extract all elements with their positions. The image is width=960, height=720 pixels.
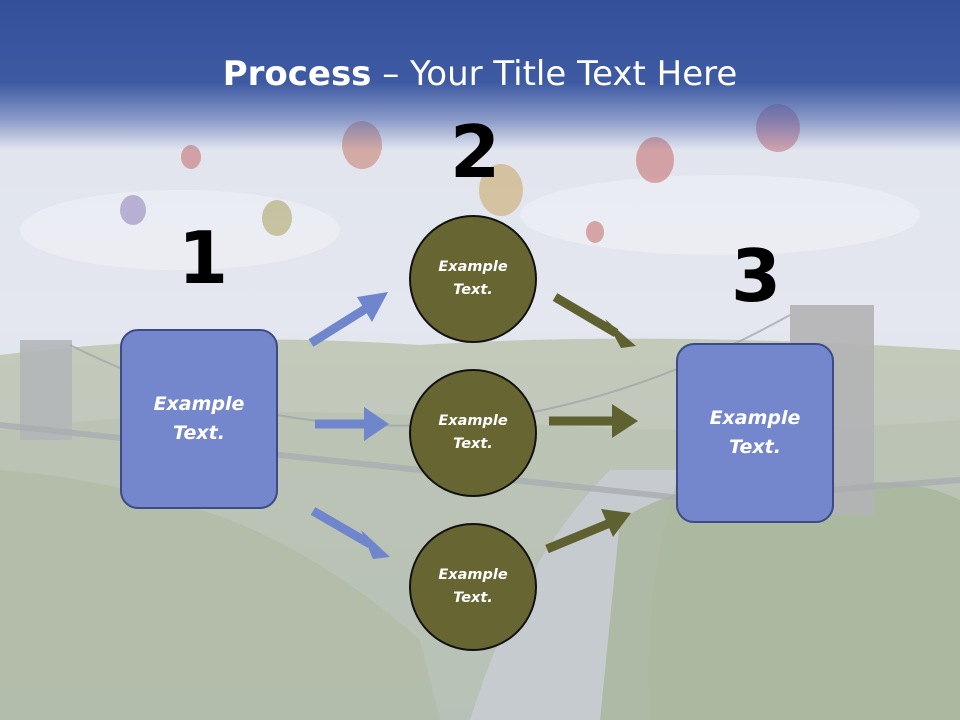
step-number-1: 1 — [178, 216, 229, 300]
arrow-left-to-top — [308, 292, 388, 347]
arrow-bottom-to-right — [545, 509, 631, 554]
process-circle-bottom-line1: Example — [438, 567, 508, 583]
process-circle-middle: Example Text. — [409, 369, 537, 497]
process-box-right-line2: Text. — [729, 436, 781, 458]
step-number-2: 2 — [450, 110, 501, 194]
process-circle-middle-line2: Text. — [453, 436, 493, 452]
process-circle-top-line2: Text. — [453, 282, 493, 298]
arrow-left-to-bottom — [310, 507, 390, 559]
arrow-middle-to-right — [549, 404, 638, 438]
process-circle-bottom: Example Text. — [409, 523, 537, 651]
process-box-right: Example Text. — [676, 343, 834, 523]
process-circle-bottom-line2: Text. — [453, 590, 493, 606]
process-circle-top: Example Text. — [409, 215, 537, 343]
title-bold: Process — [222, 54, 372, 94]
title-band — [0, 0, 960, 150]
arrow-top-to-right — [552, 293, 636, 348]
process-box-left-line1: Example — [153, 393, 245, 415]
title-rest: – Your Title Text Here — [371, 54, 738, 94]
process-box-left-line2: Text. — [173, 422, 225, 444]
process-box-left: Example Text. — [120, 329, 278, 509]
process-box-left-text: Example Text. — [154, 390, 245, 448]
arrow-left-to-middle — [315, 407, 389, 441]
slide-title: Process – Your Title Text Here — [0, 52, 960, 96]
process-box-right-text: Example Text. — [710, 404, 801, 462]
process-circle-middle-line1: Example — [438, 413, 508, 429]
process-box-right-line1: Example — [709, 407, 801, 429]
process-circle-top-line1: Example — [438, 259, 508, 275]
step-number-3: 3 — [731, 234, 782, 318]
